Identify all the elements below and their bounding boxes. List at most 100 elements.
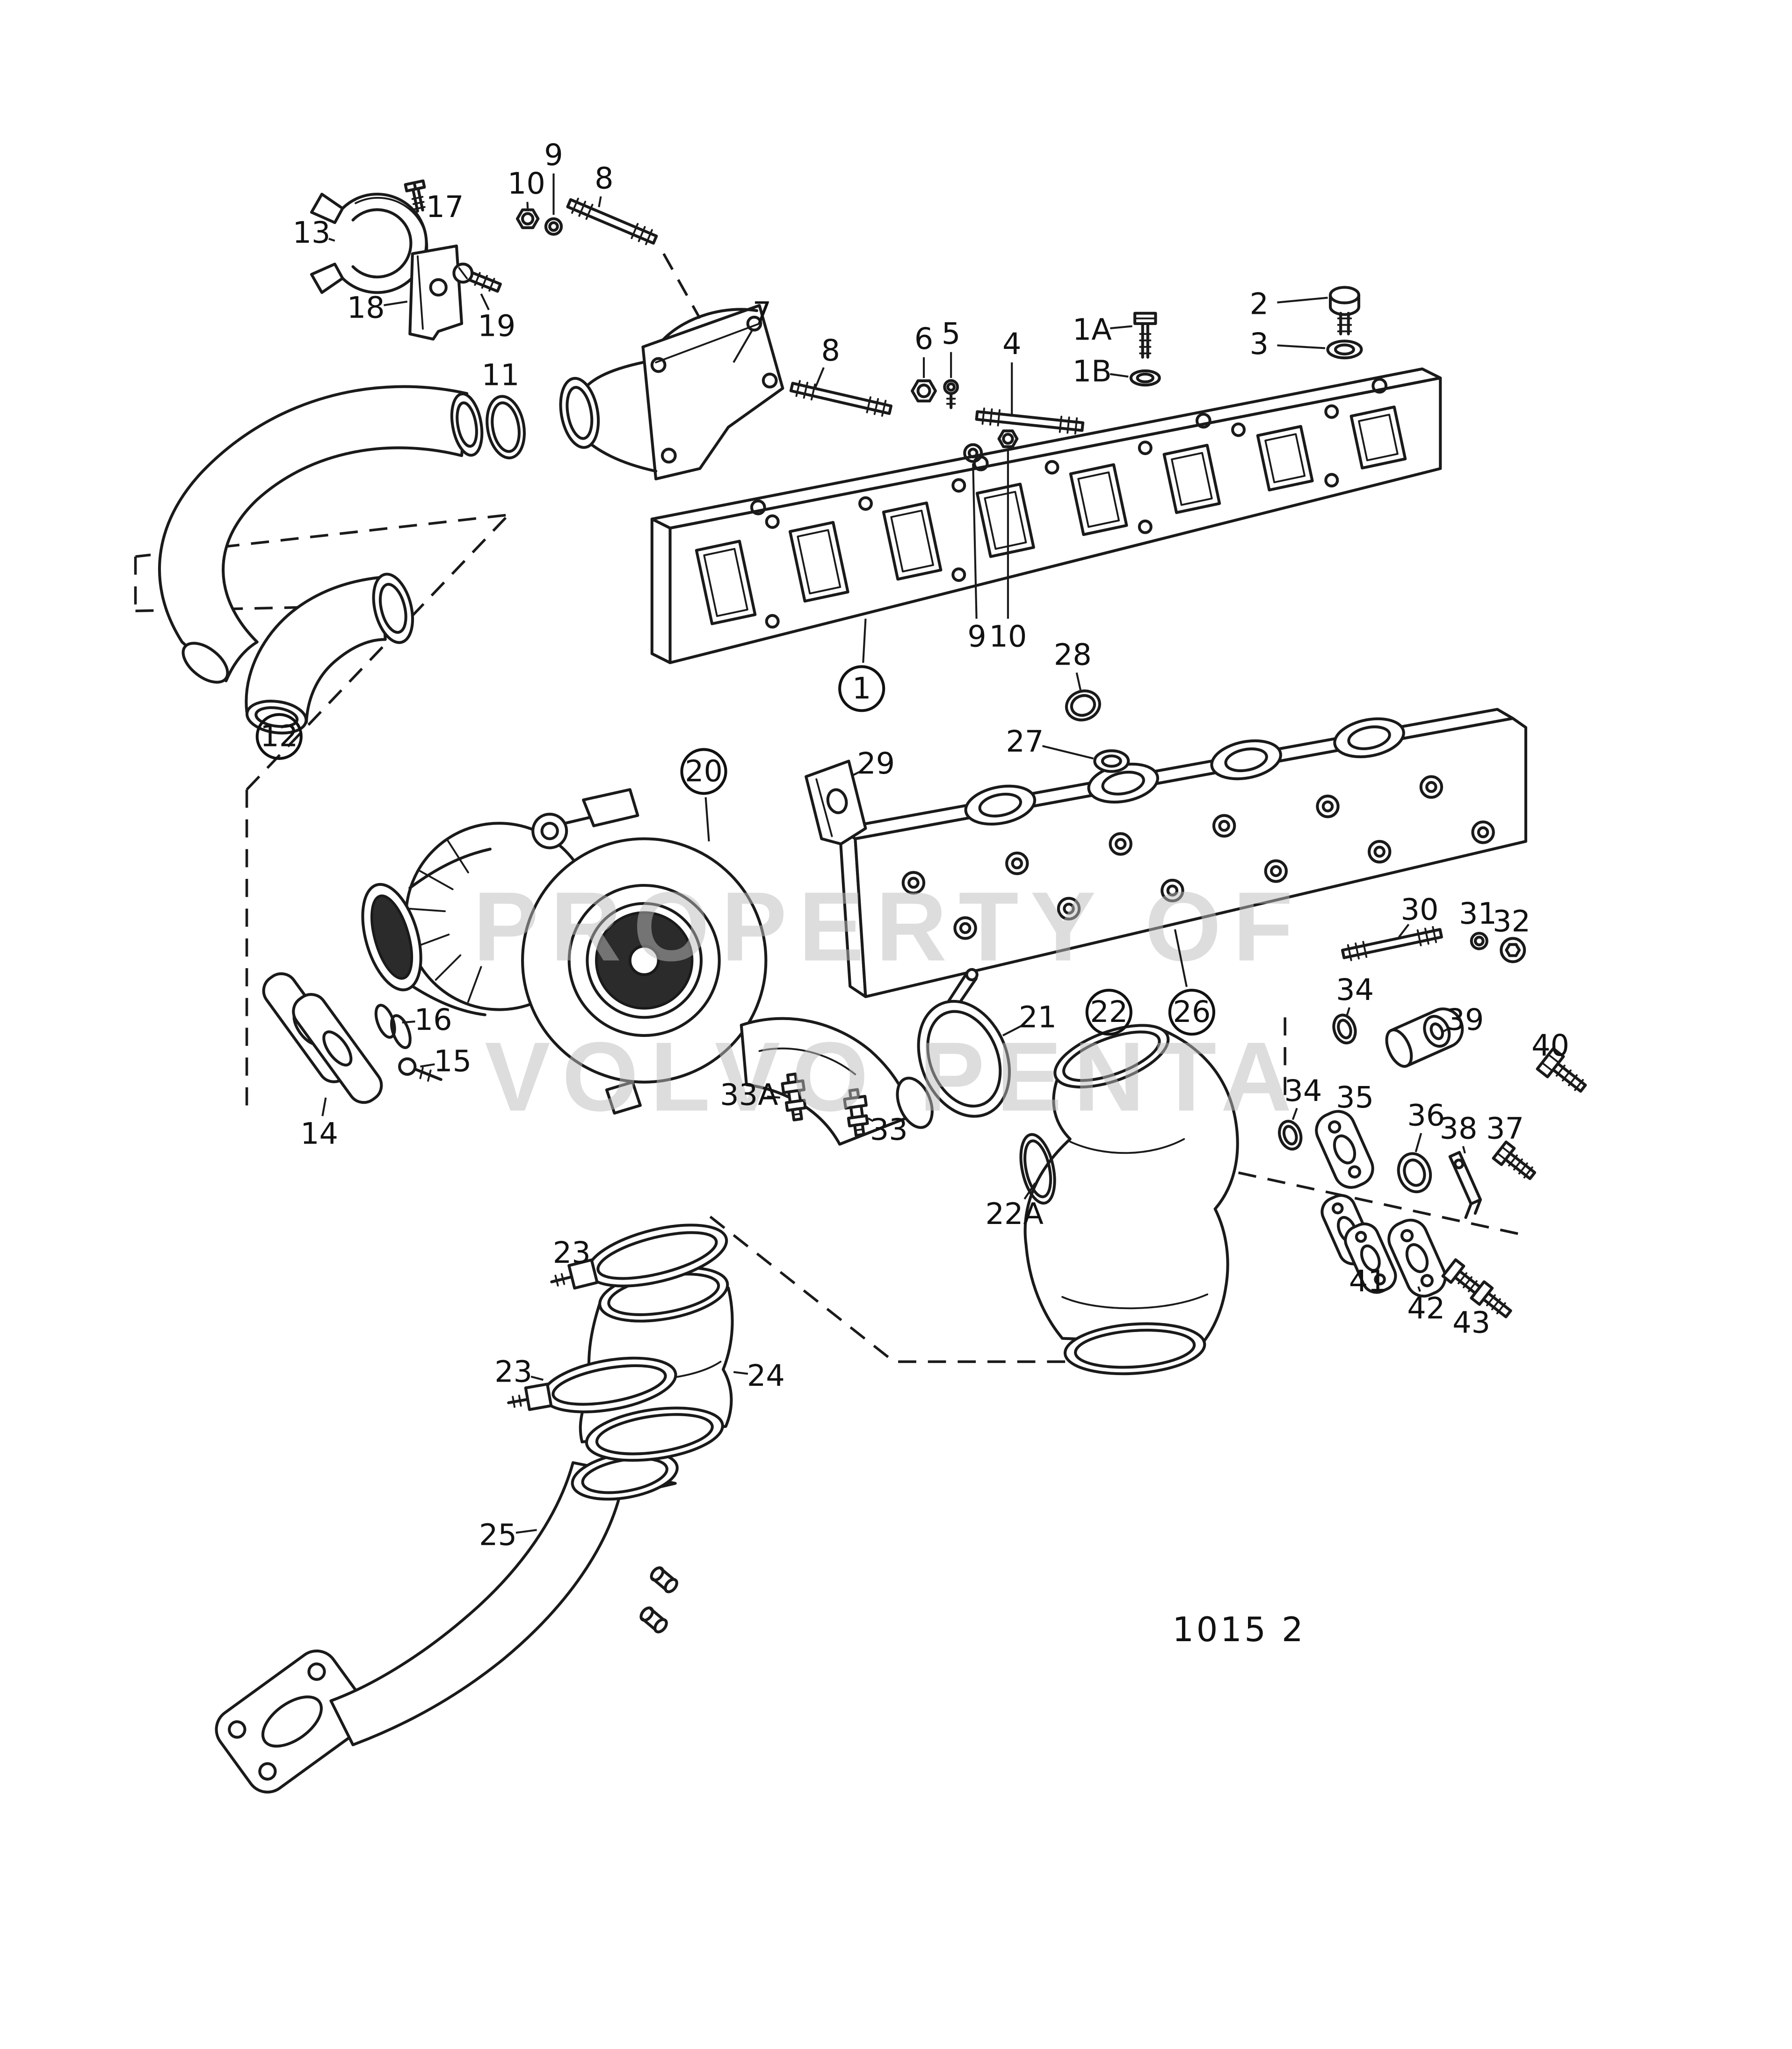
drain-cock-33 — [843, 1088, 869, 1137]
callout-leader-15 — [420, 1063, 435, 1068]
turbocharger-20 — [361, 788, 914, 1146]
callout-leader-28 — [1075, 672, 1081, 690]
callout-label-9: 9 — [544, 138, 563, 173]
hose-clamp-13 — [310, 193, 428, 294]
plug-27 — [1093, 749, 1130, 773]
watermark-line-2: VOLVO PENTA — [485, 1022, 1303, 1132]
bracket-29 — [805, 760, 867, 846]
nut-10 — [515, 208, 540, 229]
callout-leader-26 — [1174, 929, 1188, 987]
o-rings-16 — [374, 1004, 412, 1050]
callout-leader-42 — [1417, 1286, 1421, 1292]
callout-leader-34 — [1346, 1007, 1350, 1015]
callout-leader-1A — [1110, 325, 1132, 330]
callout-leader-10 — [526, 202, 529, 209]
callout-label-39: 39 — [1446, 1003, 1484, 1037]
o-ring-34a — [1332, 1014, 1357, 1044]
callout-label-13: 13 — [292, 216, 330, 250]
plate-38 — [1448, 1151, 1482, 1219]
callout-label-1A: 1A — [1073, 313, 1112, 348]
flange-35 — [1315, 1110, 1374, 1189]
callout-label-30: 30 — [1400, 893, 1438, 927]
stud-30 — [1341, 926, 1443, 961]
exhaust-manifold-26 — [838, 708, 1527, 999]
callout-label-5: 5 — [942, 317, 960, 351]
callout-label-12: 12 — [260, 719, 298, 754]
callout-leader-18 — [384, 300, 408, 306]
washer-3 — [1326, 340, 1363, 360]
watermark-line-1: PROPERTY OF — [473, 872, 1305, 982]
callout-label-34: 34 — [1284, 1074, 1322, 1108]
callout-label-15: 15 — [434, 1044, 472, 1079]
callout-leader-19 — [480, 293, 490, 311]
construction-lines — [134, 253, 1524, 1363]
nut-10b — [997, 429, 1019, 449]
callout-circle-1 — [838, 665, 885, 712]
callout-label-22: 22 — [1090, 995, 1128, 1029]
screw-19 — [452, 262, 502, 293]
callout-label-10: 10 — [989, 620, 1027, 654]
watermark: PROPERTY OF VOLVO PENTA — [473, 872, 1305, 1132]
callout-label-22A: 22A — [985, 1197, 1044, 1231]
callout-label-1: 1 — [852, 671, 871, 706]
callout-label-20: 20 — [685, 754, 723, 789]
o-ring-34b — [1278, 1120, 1303, 1151]
callout-leader-23 — [530, 1376, 544, 1381]
screw-2 — [1328, 286, 1360, 336]
callout-label-11: 11 — [482, 358, 520, 393]
callout-leader-20 — [704, 797, 710, 842]
hose-clamp-23a — [550, 1224, 728, 1290]
callout-label-16: 16 — [414, 1003, 452, 1037]
callout-label-23: 23 — [553, 1236, 591, 1270]
callout-circle-12 — [255, 713, 303, 760]
callout-label-19: 19 — [478, 309, 515, 343]
callout-label-36: 36 — [1407, 1099, 1445, 1133]
callout-leader-8 — [814, 367, 825, 389]
callout-label-31: 31 — [1459, 897, 1497, 931]
callout-leader-21 — [1002, 1025, 1023, 1036]
o-ring-11 — [486, 395, 526, 460]
callout-leader-7 — [733, 328, 754, 363]
stud-8b — [789, 380, 892, 417]
bracket-18 — [408, 244, 464, 341]
callout-label-14: 14 — [300, 1116, 338, 1151]
callout-label-2: 2 — [1250, 287, 1269, 321]
callout-label-27: 27 — [1006, 724, 1044, 759]
callout-leader-1B — [1110, 373, 1129, 378]
hose-12 — [158, 385, 484, 684]
exhaust-pipe-25 — [215, 1450, 679, 1794]
washer-9b — [963, 443, 983, 463]
connection-elbow-7 — [559, 304, 784, 481]
callout-leader-38 — [1462, 1146, 1466, 1154]
nut-6 — [911, 379, 937, 403]
callout-leader-30 — [1398, 924, 1410, 938]
housing-39 — [1385, 1007, 1464, 1068]
washer-1b — [1129, 369, 1161, 387]
callout-leader-27 — [1042, 745, 1094, 760]
callout-label-18: 18 — [347, 291, 385, 326]
ring-36 — [1397, 1152, 1432, 1194]
callout-circle-26 — [1168, 989, 1215, 1036]
callout-leader-34 — [1291, 1108, 1298, 1120]
plug-32 — [1500, 937, 1526, 963]
ring-28 — [1065, 689, 1101, 722]
stud-8 — [566, 197, 658, 246]
stud-4 — [975, 407, 1085, 435]
hose-elbow-12 — [245, 572, 414, 735]
callout-label-7: 7 — [753, 296, 771, 331]
callout-leader-36 — [1415, 1133, 1422, 1152]
figure-number: 1015 2 — [1172, 1610, 1306, 1649]
callout-leader-9 — [972, 463, 978, 619]
callout-label-9: 9 — [967, 620, 987, 654]
hose-clamp-23b — [507, 1356, 677, 1413]
callout-leader-1 — [862, 618, 867, 663]
callout-leader-2 — [1277, 297, 1328, 304]
callout-label-28: 28 — [1054, 637, 1092, 672]
callout-label-8: 8 — [821, 333, 840, 368]
callout-label-17: 17 — [426, 190, 464, 224]
callout-leader-24 — [733, 1371, 748, 1375]
callout-circle-20 — [680, 748, 727, 795]
